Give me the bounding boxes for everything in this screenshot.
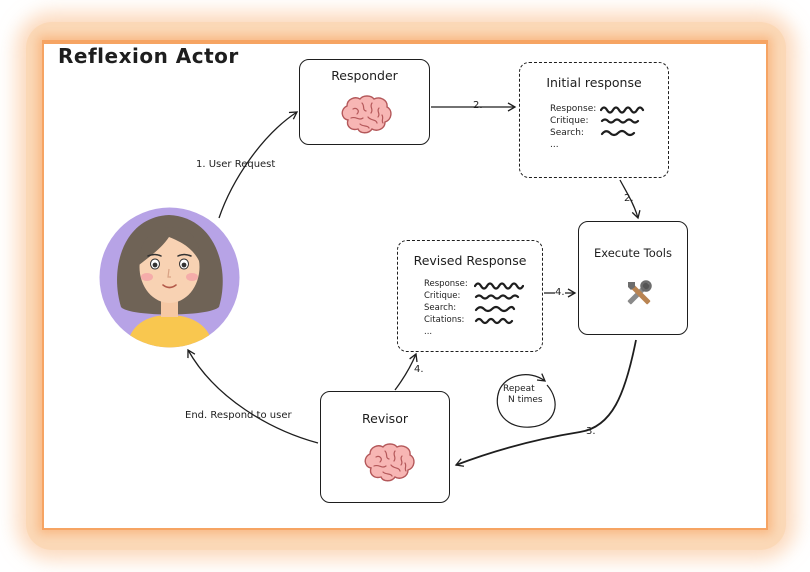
revisor-node: Revisor [320, 391, 450, 503]
edge-initial-to-tools [619, 179, 641, 220]
initial-response-node: Initial response Response: Critique: Sea… [519, 62, 669, 178]
edge-label-step2-b: 2. [624, 193, 634, 204]
edge-tools-to-revisor [454, 339, 637, 467]
brain-icon [364, 443, 415, 482]
revised-response-row: Search: [424, 303, 516, 315]
execute-tools-title: Execute Tools [594, 246, 672, 260]
edge-end-respond [187, 348, 319, 444]
revised-response-row: ... [424, 327, 433, 337]
execute-tools-node: Execute Tools [578, 221, 688, 335]
edge-label-step4-b: 4. [414, 364, 424, 375]
edge-revisor-to-revised [394, 352, 418, 391]
responder-title: Responder [331, 68, 398, 83]
responder-node: Responder [299, 59, 430, 145]
revisor-title: Revisor [362, 411, 408, 426]
user-avatar [99, 207, 240, 348]
edge-label-end: End. Respond to user [185, 410, 292, 421]
revised-response-node: Revised Response Response: Critique: Sea… [397, 240, 543, 352]
repeat-label: Repeat N times [500, 384, 543, 406]
edge-label-user-request: 1. User Request [196, 159, 276, 170]
revised-response-row: Citations: [424, 315, 514, 327]
revised-response-row: Response: [424, 279, 524, 291]
repeat-loop [496, 373, 556, 428]
brain-icon [341, 95, 392, 134]
scribble-icon [474, 282, 524, 290]
initial-response-row: Search: [550, 127, 636, 139]
initial-response-title: Initial response [546, 75, 642, 90]
scribble-icon [474, 294, 520, 300]
edge-label-step4-a: 4. [555, 287, 565, 298]
repeat-label-line1: Repeat [503, 384, 535, 394]
initial-response-row: Critique: [550, 115, 640, 127]
initial-response-row: ... [550, 140, 559, 150]
diagram-title: Reflexion Actor [58, 44, 239, 68]
edge-label-step2-a: 2. [473, 100, 483, 111]
edge-label-step3: 3. [586, 426, 596, 437]
edge-user-request [218, 111, 299, 219]
scribble-icon [474, 305, 516, 313]
initial-response-row: Response: [550, 103, 645, 115]
scribble-icon [600, 106, 645, 114]
scribble-icon [474, 317, 514, 325]
tools-icon [627, 280, 652, 305]
revised-response-title: Revised Response [413, 253, 527, 268]
scribble-icon [600, 129, 636, 137]
scribble-icon [600, 118, 640, 124]
repeat-label-line2: N times [508, 395, 543, 405]
revised-response-row: Critique: [424, 291, 520, 303]
